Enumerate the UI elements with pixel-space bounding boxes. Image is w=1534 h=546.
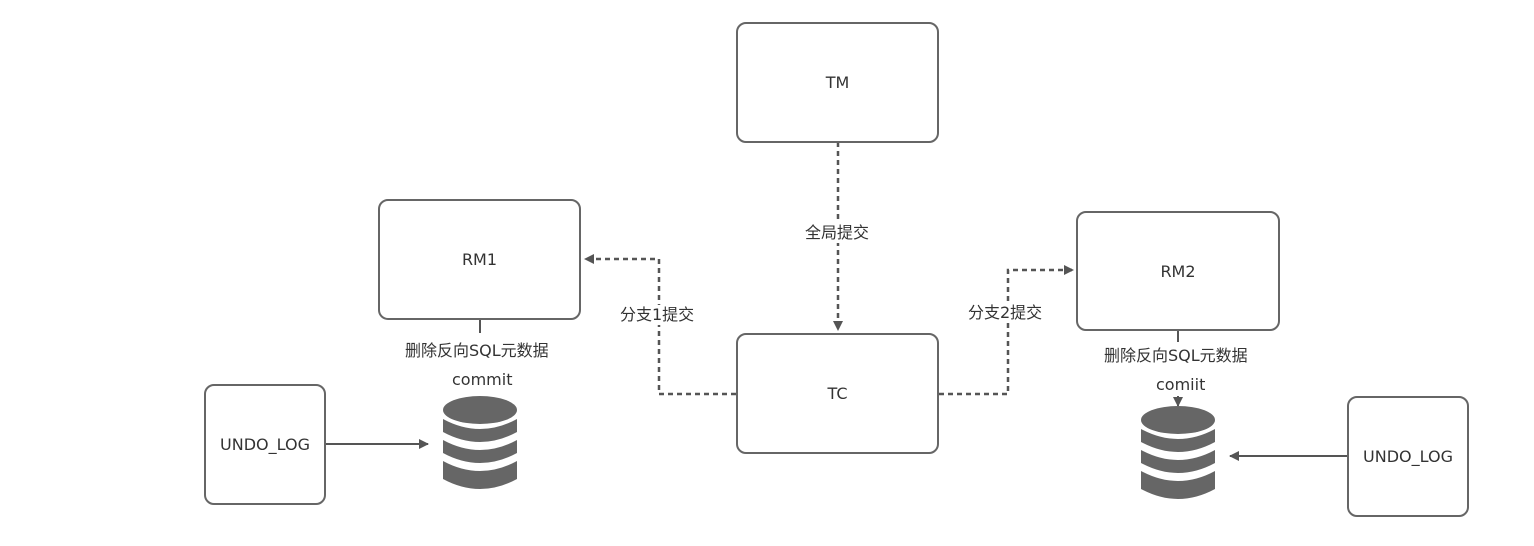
database-left-icon — [443, 396, 517, 489]
tm-node: TM — [736, 22, 939, 143]
global-commit-label: 全局提交 — [805, 223, 870, 243]
branch1-commit-label: 分支1提交 — [620, 305, 695, 325]
rm1-node: RM1 — [378, 199, 581, 320]
edge-tc-to-rm2 — [939, 265, 1074, 396]
undo-log-left-node: UNDO_LOG — [204, 384, 326, 505]
rm2-commit-label: comiit — [1156, 375, 1206, 394]
rm1-delete-sql-label: 删除反向SQL元数据 — [405, 341, 549, 361]
rm1-commit-label: commit — [452, 370, 513, 389]
rm2-delete-sql-label: 删除反向SQL元数据 — [1104, 346, 1248, 366]
database-right-icon — [1141, 406, 1215, 499]
rm2-node: RM2 — [1076, 211, 1280, 331]
undo-log-right-node: UNDO_LOG — [1347, 396, 1469, 517]
tc-node: TC — [736, 333, 939, 454]
branch2-commit-label: 分支2提交 — [968, 303, 1043, 323]
edge-tc-to-rm1 — [584, 254, 736, 396]
